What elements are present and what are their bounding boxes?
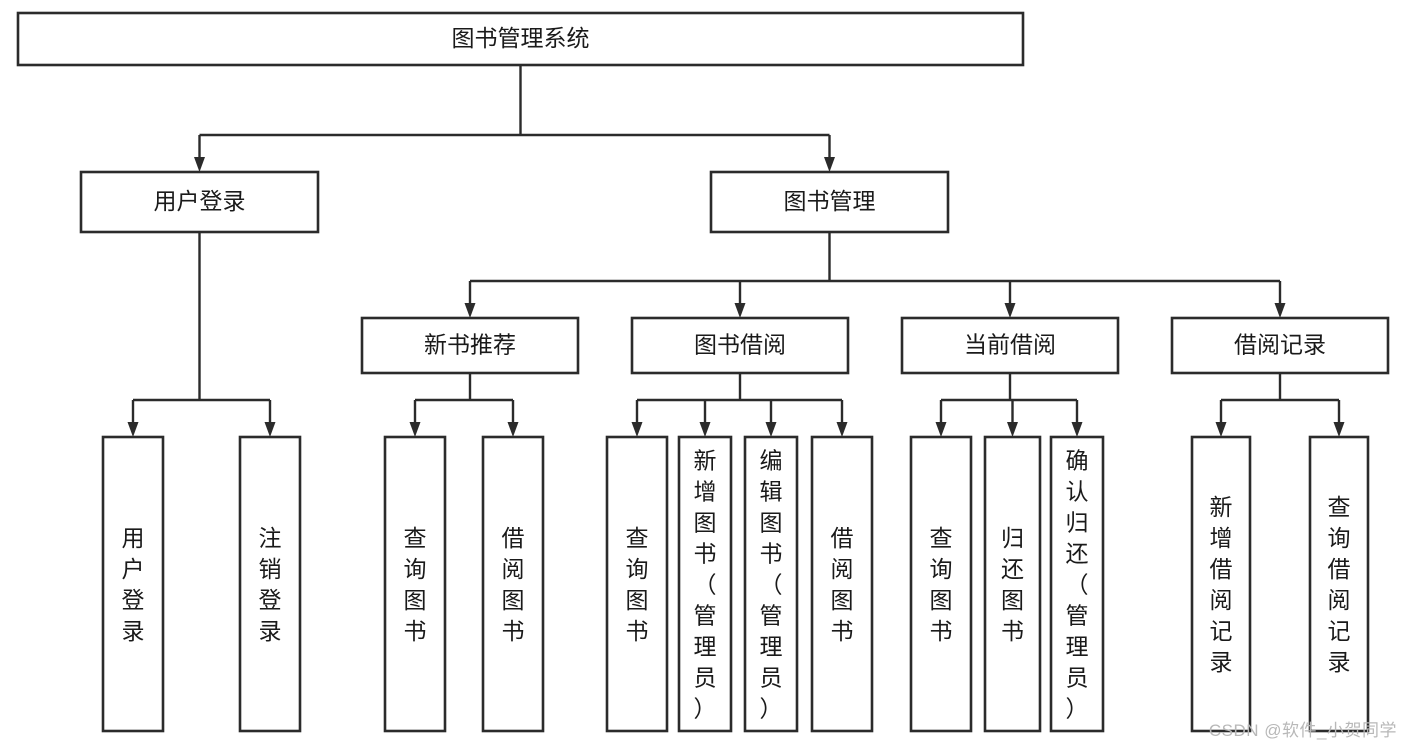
node-label-leaf-user-login: 用户登录	[122, 525, 145, 644]
arrow-head-leaf-query-book-1	[409, 422, 421, 437]
node-leaf-add-book[interactable]: 新增图书（管理员）	[677, 435, 733, 733]
arrow-head-leaf-borrow-book-2	[836, 422, 848, 437]
arrow-head-leaf-borrow-book-1	[507, 422, 519, 437]
node-label-leaf-borrow-book-2: 借阅图书	[831, 525, 854, 644]
arrow-head-current-borrow	[1004, 303, 1016, 318]
node-box-leaf-edit-book	[743, 435, 799, 733]
node-box-leaf-borrow-book-2	[810, 435, 874, 733]
node-user-login[interactable]: 用户登录	[79, 170, 320, 234]
node-book-borrow[interactable]: 图书借阅	[630, 316, 850, 375]
node-leaf-user-logout[interactable]: 注销登录	[238, 435, 302, 733]
node-box-leaf-return-book	[983, 435, 1042, 733]
node-box-book-borrow	[630, 316, 850, 375]
arrow-head-leaf-query-record	[1333, 422, 1345, 437]
node-label-leaf-confirm-return: 确认归还（管理员）	[1066, 448, 1089, 722]
arrow-head-leaf-add-record	[1215, 422, 1227, 437]
node-label-leaf-query-book-1: 查询图书	[404, 525, 427, 644]
node-box-new-book-rec	[360, 316, 580, 375]
arrow-head-user-login	[194, 157, 205, 172]
node-label-user-login: 用户登录	[154, 188, 246, 214]
node-book-manage[interactable]: 图书管理	[709, 170, 950, 234]
node-box-root	[16, 11, 1025, 67]
node-label-book-manage: 图书管理	[784, 188, 876, 214]
node-label-book-borrow: 图书借阅	[694, 332, 786, 358]
watermark-text: CSDN @软件_小贺同学	[1208, 721, 1397, 740]
node-borrow-record[interactable]: 借阅记录	[1170, 316, 1390, 375]
arrow-head-book-borrow	[734, 303, 746, 318]
node-leaf-query-book-3[interactable]: 查询图书	[909, 435, 973, 733]
node-box-leaf-user-login	[101, 435, 165, 733]
node-leaf-edit-book[interactable]: 编辑图书（管理员）	[743, 435, 799, 733]
node-box-leaf-query-book-1	[383, 435, 447, 733]
arrow-head-leaf-return-book	[1007, 422, 1018, 437]
node-box-leaf-add-record	[1190, 435, 1252, 733]
node-root[interactable]: 图书管理系统	[16, 11, 1025, 67]
node-box-leaf-user-logout	[238, 435, 302, 733]
node-label-new-book-rec: 新书推荐	[424, 332, 516, 358]
arrow-head-leaf-add-book	[699, 422, 711, 437]
node-box-leaf-query-record	[1308, 435, 1370, 733]
node-leaf-user-login[interactable]: 用户登录	[101, 435, 165, 733]
node-box-leaf-add-book	[677, 435, 733, 733]
node-label-current-borrow: 当前借阅	[964, 332, 1056, 358]
node-leaf-borrow-book-1[interactable]: 借阅图书	[481, 435, 545, 733]
arrow-head-leaf-user-login	[127, 422, 139, 437]
arrow-head-leaf-user-logout	[264, 422, 276, 437]
node-label-leaf-borrow-book-1: 借阅图书	[502, 525, 525, 644]
node-leaf-return-book[interactable]: 归还图书	[983, 435, 1042, 733]
arrow-head-leaf-edit-book	[765, 422, 777, 437]
arrow-head-book-manage	[824, 157, 835, 172]
node-label-leaf-return-book: 归还图书	[1001, 525, 1024, 644]
connector-layer	[127, 65, 1345, 437]
arrow-head-borrow-record	[1274, 303, 1286, 318]
node-box-leaf-borrow-book-1	[481, 435, 545, 733]
node-leaf-borrow-book-2[interactable]: 借阅图书	[810, 435, 874, 733]
node-box-user-login	[79, 170, 320, 234]
node-label-borrow-record: 借阅记录	[1234, 332, 1326, 358]
arrow-head-leaf-query-book-2	[631, 422, 643, 437]
node-box-leaf-query-book-3	[909, 435, 973, 733]
node-box-book-manage	[709, 170, 950, 234]
node-leaf-confirm-return[interactable]: 确认归还（管理员）	[1049, 435, 1105, 733]
node-leaf-query-record[interactable]: 查询借阅记录	[1308, 435, 1370, 733]
node-label-leaf-add-record: 新增借阅记录	[1210, 494, 1233, 675]
node-current-borrow[interactable]: 当前借阅	[900, 316, 1120, 375]
node-box-leaf-query-book-2	[605, 435, 669, 733]
arrow-head-leaf-query-book-3	[935, 422, 947, 437]
node-box-borrow-record	[1170, 316, 1390, 375]
node-new-book-rec[interactable]: 新书推荐	[360, 316, 580, 375]
node-label-root: 图书管理系统	[452, 25, 590, 51]
node-label-leaf-add-book: 新增图书（管理员）	[694, 448, 717, 722]
node-leaf-query-book-1[interactable]: 查询图书	[383, 435, 447, 733]
node-layer: 图书管理系统用户登录图书管理新书推荐图书借阅当前借阅借阅记录用户登录注销登录查询…	[16, 11, 1390, 733]
node-leaf-query-book-2[interactable]: 查询图书	[605, 435, 669, 733]
node-label-leaf-query-record: 查询借阅记录	[1328, 494, 1351, 675]
node-box-leaf-confirm-return	[1049, 435, 1105, 733]
arrow-head-leaf-confirm-return	[1071, 422, 1083, 437]
node-label-leaf-user-logout: 注销登录	[259, 525, 282, 644]
node-label-leaf-edit-book: 编辑图书（管理员）	[760, 448, 783, 722]
arrow-head-new-book-rec	[464, 303, 476, 318]
node-label-leaf-query-book-2: 查询图书	[626, 525, 649, 644]
node-box-current-borrow	[900, 316, 1120, 375]
node-leaf-add-record[interactable]: 新增借阅记录	[1190, 435, 1252, 733]
node-label-leaf-query-book-3: 查询图书	[930, 525, 953, 644]
